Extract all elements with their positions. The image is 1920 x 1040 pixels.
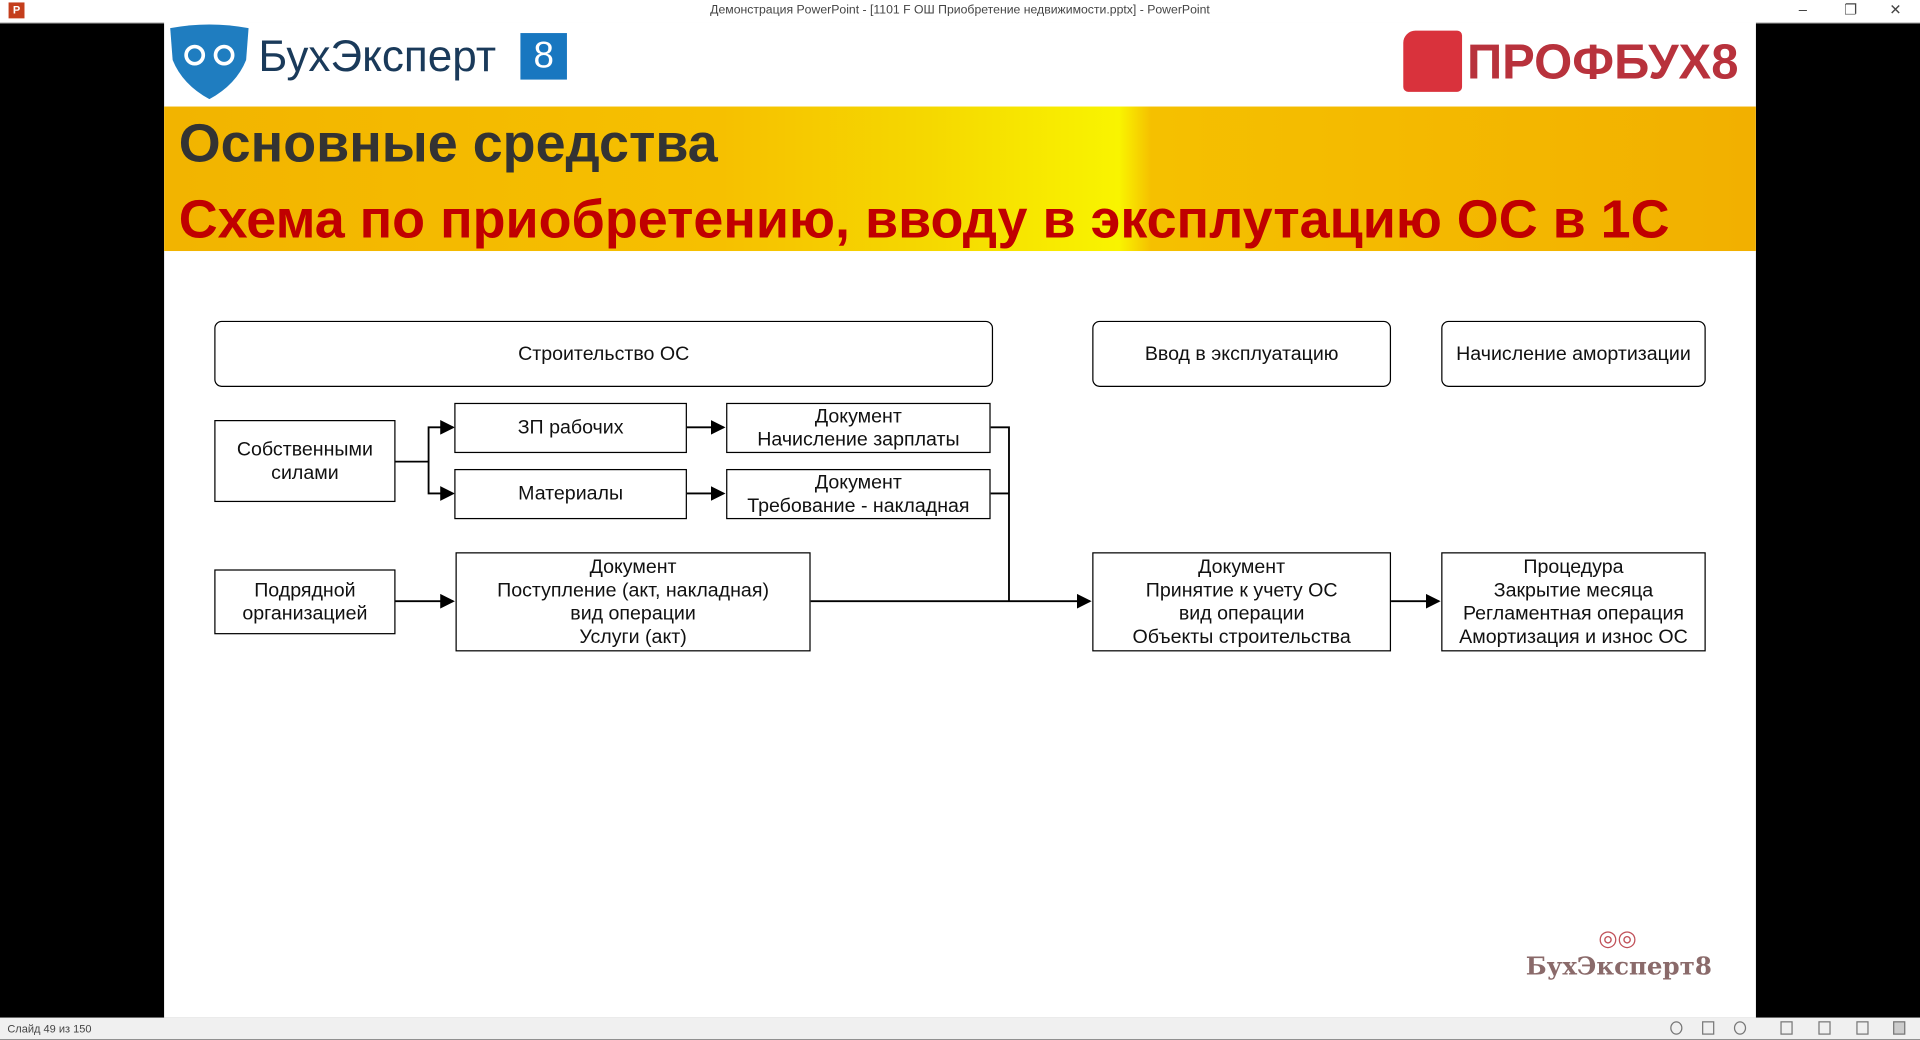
powerpoint-icon: P — [8, 2, 25, 19]
label: Строительство ОС — [518, 343, 690, 365]
line: Собственными — [236, 438, 373, 460]
materials-box: Материалы — [454, 468, 687, 520]
label: Ввод в эксплуатацию — [1144, 343, 1339, 365]
close-button[interactable]: ✕ — [1889, 1, 1902, 19]
reading-view-icon[interactable] — [1856, 1021, 1869, 1035]
next-icon[interactable] — [1733, 1021, 1747, 1035]
watermark-logo: ◎◎ БухЭксперт8 — [1525, 924, 1712, 981]
line: Начисление зарплаты — [757, 429, 960, 451]
line: Документ — [1198, 556, 1286, 578]
wages-box: ЗП рабочих — [454, 402, 687, 454]
line: Требование - накладная — [747, 495, 970, 517]
line: Документ — [814, 472, 902, 493]
slide-counter: Слайд 49 из 150 — [7, 1022, 92, 1035]
line: Подрядной — [254, 579, 356, 601]
commissioning-header: Ввод в эксплуатацию — [1092, 320, 1392, 387]
line: Регламентная операция — [1462, 603, 1684, 624]
title-banner: Основные средства Схема по приобретению,… — [164, 106, 1756, 252]
depreciation-header: Начисление амортизации — [1441, 320, 1706, 387]
buhexpert-logo: БухЭксперт 8 — [168, 23, 572, 100]
profbuh-mark-icon — [1403, 30, 1463, 92]
connector-lines — [395, 420, 1441, 609]
line: вид операции — [1178, 603, 1305, 624]
normal-view-icon[interactable] — [1780, 1021, 1793, 1035]
line: Процедура — [1523, 556, 1624, 578]
line: вид операции — [570, 603, 696, 624]
previous-icon[interactable] — [1670, 1021, 1683, 1035]
line: силами — [271, 462, 339, 484]
title-bar: P Демонстрация PowerPoint - [1101 F ОШ П… — [0, 0, 1920, 24]
slideshow-icon[interactable] — [1893, 1021, 1906, 1035]
line: организацией — [242, 603, 368, 624]
logo-badge: 8 — [520, 33, 567, 80]
slide: БухЭксперт 8 ПРОФБУХ8 Основные средства … — [164, 22, 1756, 1018]
line: Документ — [589, 556, 677, 578]
owl-shield-icon — [170, 24, 249, 100]
slide-sorter-icon[interactable] — [1818, 1021, 1831, 1035]
line: Закрытие месяца — [1493, 579, 1654, 601]
line: Поступление (акт, накладная) — [497, 579, 769, 601]
label: Начисление амортизации — [1456, 343, 1691, 365]
slides-menu-icon[interactable] — [1702, 1021, 1715, 1035]
watermark-text: БухЭксперт8 — [1525, 951, 1712, 981]
label: ЗП рабочих — [517, 417, 624, 439]
label: Материалы — [518, 483, 624, 505]
restore-button[interactable]: ❐ — [1844, 1, 1858, 19]
owl-icon: ◎◎ — [1598, 925, 1637, 951]
line: Принятие к учету ОС — [1145, 579, 1338, 601]
window-title: Демонстрация PowerPoint - [1101 F ОШ При… — [710, 3, 1210, 18]
logo-text: БухЭксперт — [258, 30, 497, 81]
line: Амортизация и износ ОС — [1459, 626, 1688, 648]
line: Объекты строительства — [1132, 626, 1351, 648]
slide-subtitle: Схема по приобретению, вводу в эксплутац… — [178, 189, 1670, 250]
construction-header: Строительство ОС — [214, 320, 994, 387]
profbuh-text: ПРОФБУХ8 — [1466, 35, 1739, 90]
status-bar: Слайд 49 из 150 — [0, 1017, 1920, 1040]
line: Документ — [814, 405, 902, 427]
slide-title: Основные средства — [178, 113, 718, 174]
minimize-button[interactable]: – — [1798, 1, 1807, 19]
line: Услуги (акт) — [579, 626, 687, 648]
